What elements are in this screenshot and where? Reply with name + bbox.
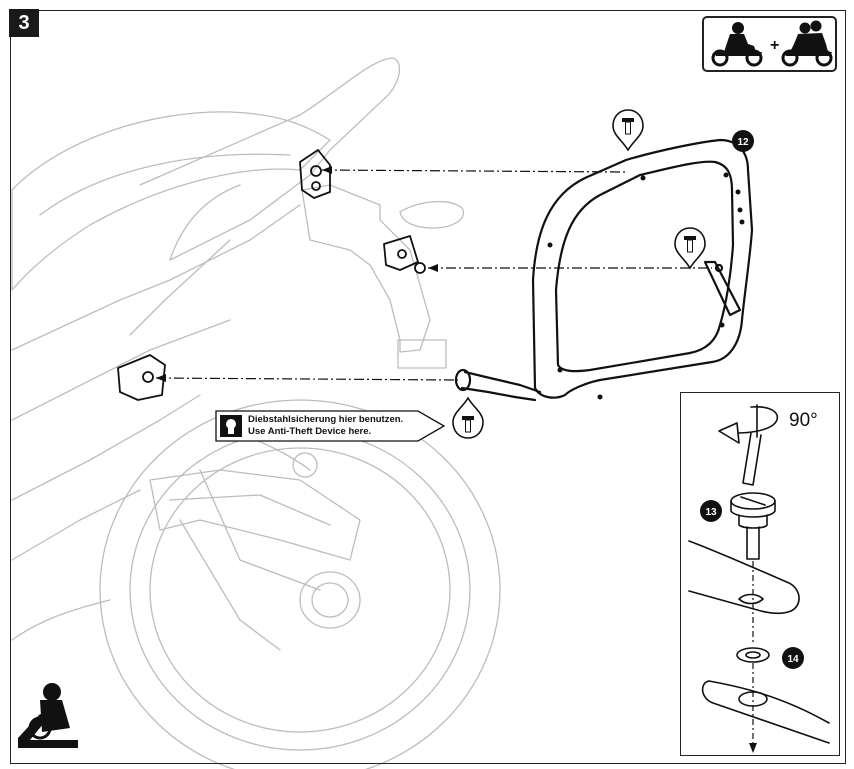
washer	[736, 647, 770, 663]
part-badge-14: 14	[782, 647, 804, 669]
rider-configuration-badge: +	[702, 16, 837, 72]
alignment-line-lower	[155, 377, 459, 381]
rider-with-passenger-icon	[781, 20, 833, 67]
svg-text:+: +	[770, 37, 779, 54]
upper-mount-bracket	[299, 149, 331, 199]
svg-text:13: 13	[705, 507, 717, 518]
rotate-arrow-icon	[718, 404, 779, 486]
step-number: 3	[9, 9, 39, 37]
anti-theft-note-shape	[215, 410, 446, 442]
mid-mount-bracket	[383, 235, 419, 271]
seat	[11, 111, 331, 291]
alignment-line-upper	[321, 169, 626, 173]
lower-mount-bracket	[117, 354, 166, 401]
anti-theft-note: Diebstahlsicherung hier benutzen. Use An…	[216, 411, 444, 441]
rear-wheel	[99, 399, 501, 769]
lock-detail-inset: 13 14	[680, 392, 840, 756]
rotation-angle-label: 90°	[789, 410, 818, 431]
rider-orientation-icon	[18, 683, 78, 748]
upper-plate	[688, 540, 800, 615]
side-carrier-frame	[454, 138, 754, 402]
note-line-en: Use Anti-Theft Device here.	[248, 426, 372, 437]
lower-plate	[708, 680, 830, 724]
svg-text:12: 12	[737, 137, 749, 148]
solo-rider-icon: +	[711, 20, 833, 67]
note-line-de: Diebstahlsicherung hier benutzen.	[248, 414, 404, 425]
part-badge-13: 13	[700, 500, 722, 522]
screw-callout-icon	[452, 109, 706, 439]
diagram-frame	[10, 10, 846, 764]
part-badge-12: 12	[732, 130, 754, 152]
svg-text:14: 14	[787, 654, 799, 665]
